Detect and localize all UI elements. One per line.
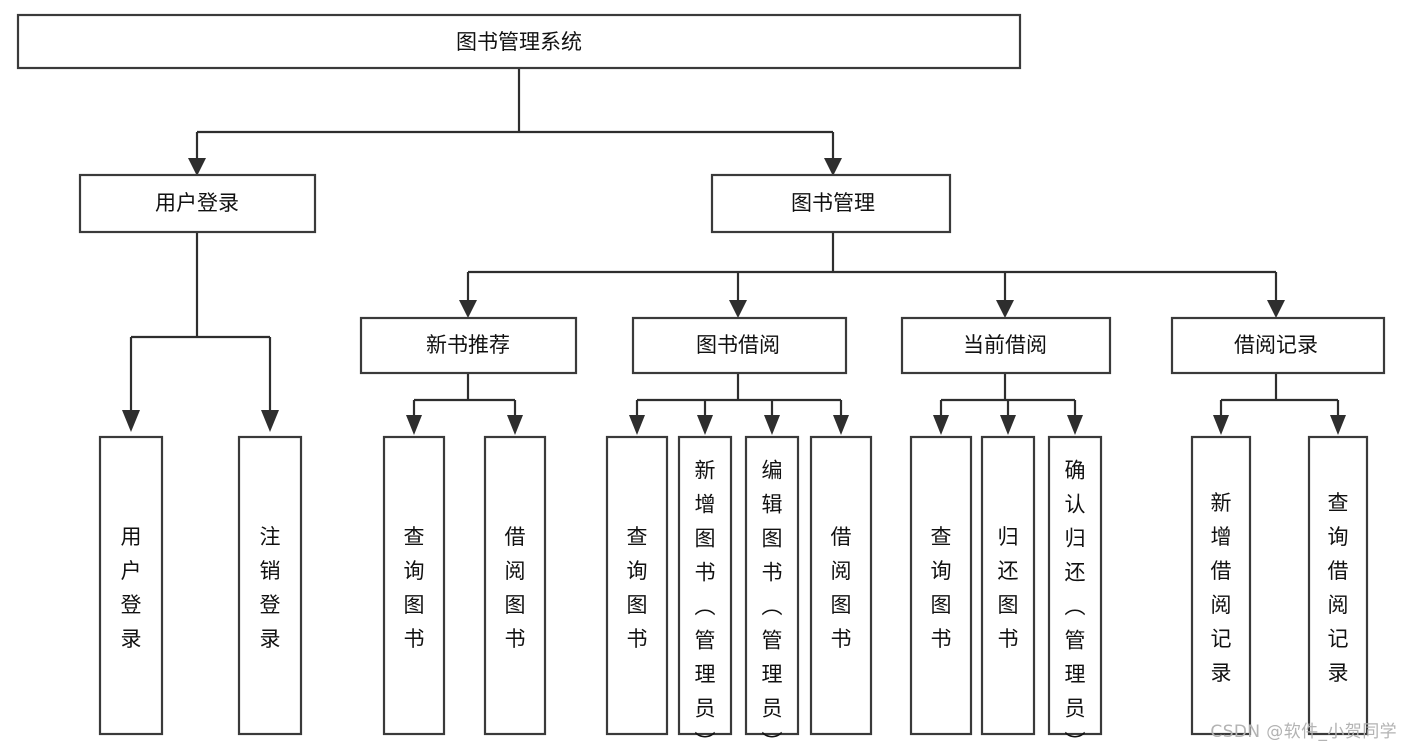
node-borrow-record-label: 借阅记录 xyxy=(1234,333,1318,357)
arrowhead-icon xyxy=(764,415,780,435)
leaf-node[interactable]: 新增图书︵管理员︶ xyxy=(677,435,733,747)
leaf-node-box[interactable] xyxy=(605,435,669,736)
arrowhead-icon xyxy=(833,415,849,435)
leaf-node-box[interactable] xyxy=(382,435,446,736)
leaf-node-box[interactable] xyxy=(483,435,547,736)
arrowhead-layer xyxy=(122,158,1346,435)
leaf-node-box[interactable] xyxy=(909,435,973,736)
node-current-borrow[interactable]: 当前借阅 xyxy=(900,316,1112,375)
node-root[interactable]: 图书管理系统 xyxy=(16,13,1022,70)
node-user-login-label: 用户登录 xyxy=(155,191,239,215)
node-new-book-rec[interactable]: 新书推荐 xyxy=(359,316,578,375)
arrowhead-icon xyxy=(1330,415,1346,435)
leaf-node-box[interactable] xyxy=(1307,435,1369,736)
leaf-node[interactable]: 编辑图书︵管理员︶ xyxy=(744,435,800,747)
arrowhead-icon xyxy=(261,410,279,432)
arrowhead-icon xyxy=(459,300,477,318)
arrowhead-icon xyxy=(729,300,747,318)
csdn-watermark: CSDN @软件_小贺同学 xyxy=(1210,722,1397,742)
leaf-node[interactable]: 查询图书 xyxy=(909,435,973,736)
node-root-label: 图书管理系统 xyxy=(456,30,582,54)
leaf-node-label: 查询图书 xyxy=(931,525,952,651)
leaf-node[interactable]: 用户登录 xyxy=(98,435,164,736)
leaf-node-label: 查询图书 xyxy=(627,525,648,651)
node-current-borrow-label: 当前借阅 xyxy=(963,333,1047,357)
leaf-node-box[interactable] xyxy=(1190,435,1252,736)
node-borrow-record-box[interactable] xyxy=(1170,316,1386,375)
arrowhead-icon xyxy=(996,300,1014,318)
node-new-book-rec-box[interactable] xyxy=(359,316,578,375)
leaf-node-label: 新增借阅记录 xyxy=(1211,491,1232,685)
node-book-manage[interactable]: 图书管理 xyxy=(710,173,952,234)
leaf-node[interactable]: 查询借阅记录 xyxy=(1307,435,1369,736)
arrowhead-icon xyxy=(1000,415,1016,435)
leaf-node[interactable]: 确认归还︵管理员︶ xyxy=(1047,435,1103,747)
leaf-node-box[interactable] xyxy=(677,435,733,736)
leaf-node-label: 编辑图书︵管理员︶ xyxy=(762,459,783,747)
arrowhead-icon xyxy=(1267,300,1285,318)
leaf-node-box[interactable] xyxy=(980,435,1036,736)
leaf-node-label: 确认归还︵管理员︶ xyxy=(1065,459,1086,747)
leaf-node[interactable]: 查询图书 xyxy=(605,435,669,736)
leaf-node-label: 查询借阅记录 xyxy=(1328,491,1349,685)
node-user-login[interactable]: 用户登录 xyxy=(78,173,317,234)
leaf-node-label: 借阅图书 xyxy=(505,525,526,651)
leaf-node-label: 查询图书 xyxy=(404,525,425,651)
node-current-borrow-box[interactable] xyxy=(900,316,1112,375)
node-new-book-rec-label: 新书推荐 xyxy=(426,333,510,357)
leaf-node[interactable]: 注销登录 xyxy=(237,435,303,736)
leaf-node[interactable]: 借阅图书 xyxy=(809,435,873,736)
arrowhead-icon xyxy=(122,410,140,432)
leaf-node-box[interactable] xyxy=(237,435,303,736)
node-root-box[interactable] xyxy=(16,13,1022,70)
connector-layer xyxy=(129,68,1340,415)
leaf-node[interactable]: 新增借阅记录 xyxy=(1190,435,1252,736)
node-book-borrow[interactable]: 图书借阅 xyxy=(631,316,848,375)
leaf-node-box[interactable] xyxy=(809,435,873,736)
arrowhead-icon xyxy=(933,415,949,435)
arrowhead-icon xyxy=(697,415,713,435)
leaf-node-label: 归还图书 xyxy=(998,525,1019,651)
arrowhead-icon xyxy=(629,415,645,435)
leaf-node-label: 注销登录 xyxy=(260,525,281,651)
arrowhead-icon xyxy=(1067,415,1083,435)
leaf-node-box[interactable] xyxy=(98,435,164,736)
leaf-node-box[interactable] xyxy=(744,435,800,736)
arrowhead-icon xyxy=(406,415,422,435)
leaf-node[interactable]: 查询图书 xyxy=(382,435,446,736)
leaf-node-label: 新增图书︵管理员︶ xyxy=(695,459,716,747)
leaf-node[interactable]: 归还图书 xyxy=(980,435,1036,736)
arrowhead-icon xyxy=(1213,415,1229,435)
node-user-login-box[interactable] xyxy=(78,173,317,234)
arrowhead-icon xyxy=(188,158,206,176)
node-borrow-record[interactable]: 借阅记录 xyxy=(1170,316,1386,375)
leaf-node-label: 用户登录 xyxy=(121,525,142,651)
node-book-borrow-box[interactable] xyxy=(631,316,848,375)
arrowhead-icon xyxy=(824,158,842,176)
arrowhead-icon xyxy=(507,415,523,435)
leaf-node-box[interactable] xyxy=(1047,435,1103,736)
node-book-borrow-label: 图书借阅 xyxy=(696,333,780,357)
leaf-node[interactable]: 借阅图书 xyxy=(483,435,547,736)
node-book-manage-label: 图书管理 xyxy=(791,191,875,215)
node-book-manage-box[interactable] xyxy=(710,173,952,234)
leaf-node-layer: 用户登录 注销登录 查询图书 借阅图书 查询图书 新增图书︵管理员︶ 编辑图书︵管理员︶ 借阅… xyxy=(98,435,1369,747)
leaf-node-label: 借阅图书 xyxy=(831,525,852,651)
